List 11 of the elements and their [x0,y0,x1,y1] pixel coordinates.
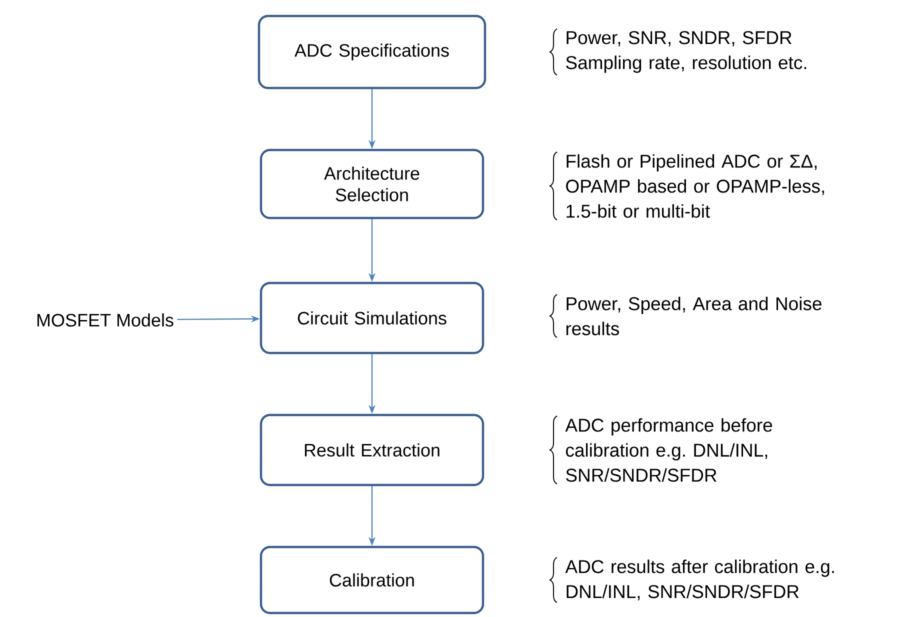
input-label: MOSFET Models [37,313,174,327]
process-box: Calibration [260,546,484,614]
process-box: Architecture Selection [260,148,484,220]
annotation-text: Flash or Pipelined ADC or ΣΔ, OPAMP based or OPAMP-less, 1.5-bit or multi-bit [566,154,824,218]
process-box: ADC Specifications [258,14,486,90]
process-box: Circuit Simulations [260,282,484,354]
annotation-text: Power, SNR, SNDR, SFDR Sampling rate, resolution etc. [566,31,806,73]
annotation-text: ADC results after calibration e.g. DNL/INL, SNR/SNDR/SFDR [565,560,834,600]
annotation-text: ADC performance before calibration e.g. DNL/INL, SNR/SNDR/SFDR [565,418,772,482]
process-box: Result Extraction [260,414,484,486]
annotation-text: Power, Speed, Area and Noise results [566,296,822,336]
